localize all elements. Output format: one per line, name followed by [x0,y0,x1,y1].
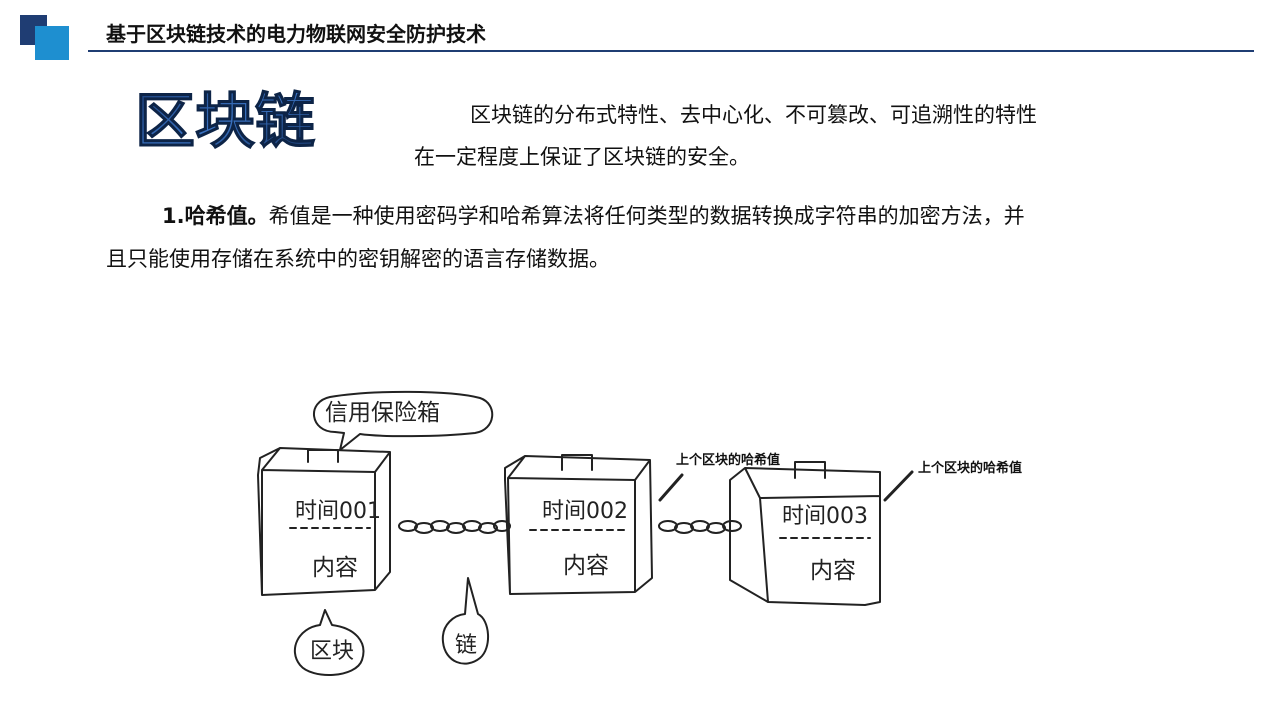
block-2-content: 内容 [563,553,609,579]
block-bubble-shape [293,609,365,676]
title-divider [88,50,1254,52]
safe-bubble-shape [312,390,494,451]
blockchain-logo: 区块链 [134,86,315,156]
safe-bubble-label: 信用保险箱 [325,400,440,426]
block-1-handle [307,449,339,463]
block-2-shape [504,455,653,595]
block-bubble-label: 区块 [310,639,354,664]
corner-decoration-light [35,26,69,60]
chain-1 [398,520,511,534]
block-1-time: 时间001 [295,499,381,524]
block-1-shape [257,447,391,596]
block-2-time: 时间002 [542,499,628,524]
intro-text: 区块链的分布式特性、去中心化、不可篡改、可追溯性的特性 在一定程度上保证了区块链… [414,94,1037,178]
block-3-content: 内容 [810,558,856,584]
chain-bubble-label: 链 [455,633,477,658]
hash-pointer-2 [883,470,914,502]
chain-bubble-shape [441,577,489,665]
block-1-content: 内容 [312,555,358,581]
hash-paragraph: 1.哈希值。希值是一种使用密码学和哈希算法将任何类型的数据转换成字符串的加密方法… [106,195,1025,281]
intro-line-1: 区块链的分布式特性、去中心化、不可篡改、可追溯性的特性 [470,103,1037,127]
intro-line-2: 在一定程度上保证了区块链的安全。 [414,145,750,169]
hash-label-2: 上个区块的哈希值 [918,460,1022,476]
block-2-handle [561,454,593,471]
hash-paragraph-line-1: 1.哈希值。希值是一种使用密码学和哈希算法将任何类型的数据转换成字符串的加密方法… [106,195,1025,238]
hash-pointer-1 [658,473,684,502]
block-3-shape [729,467,881,606]
block-3-time: 时间003 [782,504,868,529]
hash-label-1: 上个区块的哈希值 [676,452,780,468]
logo-text: 区块链 [135,87,315,156]
chain-2 [658,520,742,534]
blockchain-diagram: 信用保险箱 时间001 内容 时间002 内容 时间003 内容 上个区块的哈希… [257,390,1022,676]
hash-lead: 1.哈希值。 [162,204,269,228]
block-3-handle [794,461,826,479]
hash-paragraph-line-2: 且只能使用存储在系统中的密钥解密的语言存储数据。 [106,247,610,271]
hash-line-1-rest: 希值是一种使用密码学和哈希算法将任何类型的数据转换成字符串的加密方法，并 [268,204,1025,228]
page-title: 基于区块链技术的电力物联网安全防护技术 [106,22,486,46]
